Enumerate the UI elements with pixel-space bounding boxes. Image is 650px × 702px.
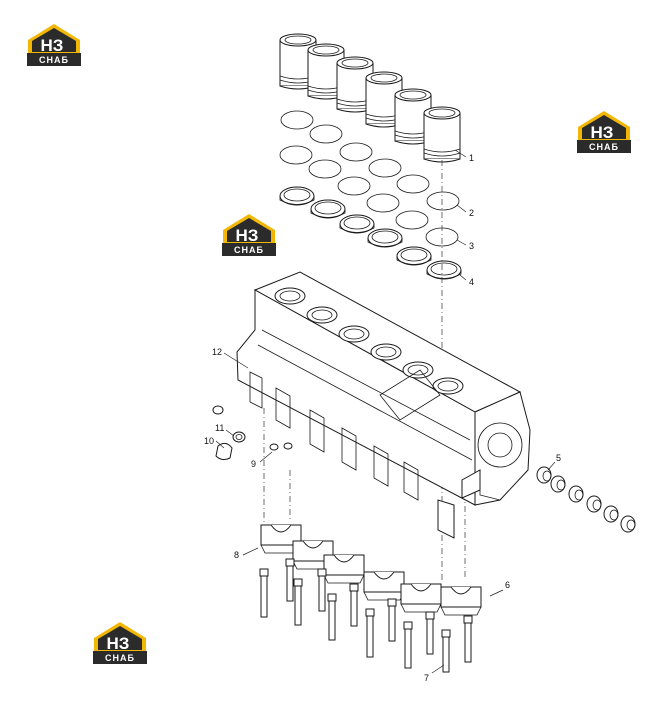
core-plugs <box>536 466 636 533</box>
o-rings <box>279 110 460 247</box>
cylinder-liner <box>423 106 461 163</box>
logo-top-text: НЗ <box>106 634 130 653</box>
watermark-logo: НЗ СНАБ <box>92 620 148 666</box>
logo-bottom-text: СНАБ <box>234 245 264 255</box>
small-seals <box>212 405 293 461</box>
callout-10: 10 <box>204 436 214 446</box>
callout-2: 2 <box>469 208 474 218</box>
main-bearing-bolts <box>259 558 473 673</box>
callout-1: 1 <box>469 153 474 163</box>
callout-9: 9 <box>251 459 256 469</box>
watermark-logo: НЗ СНАБ <box>26 22 82 68</box>
callout-numbers: 1 2 3 4 5 6 7 8 9 10 11 12 <box>204 153 561 683</box>
liner-seal-rings <box>279 186 462 280</box>
leader-lines <box>215 149 556 674</box>
callout-11: 11 <box>215 423 224 433</box>
callout-6: 6 <box>505 580 510 590</box>
callout-12: 12 <box>212 347 222 357</box>
watermark-logo: НЗ СНАБ <box>221 212 277 258</box>
logo-bottom-text: СНАБ <box>589 142 619 152</box>
watermark-logo: НЗ СНАБ <box>576 109 632 155</box>
main-bearing-caps <box>260 524 482 616</box>
logo-top-text: НЗ <box>590 123 614 142</box>
logo-top-text: НЗ <box>40 36 64 55</box>
callout-5: 5 <box>556 453 561 463</box>
logo-bottom-text: СНАБ <box>39 55 69 65</box>
callout-7: 7 <box>424 673 429 683</box>
callout-3: 3 <box>469 241 474 251</box>
callout-8: 8 <box>234 550 239 560</box>
engine-block <box>236 271 531 539</box>
callout-4: 4 <box>469 277 474 287</box>
logo-top-text: НЗ <box>235 226 259 245</box>
logo-bottom-text: СНАБ <box>105 653 135 663</box>
cylinder-liners <box>279 33 461 163</box>
